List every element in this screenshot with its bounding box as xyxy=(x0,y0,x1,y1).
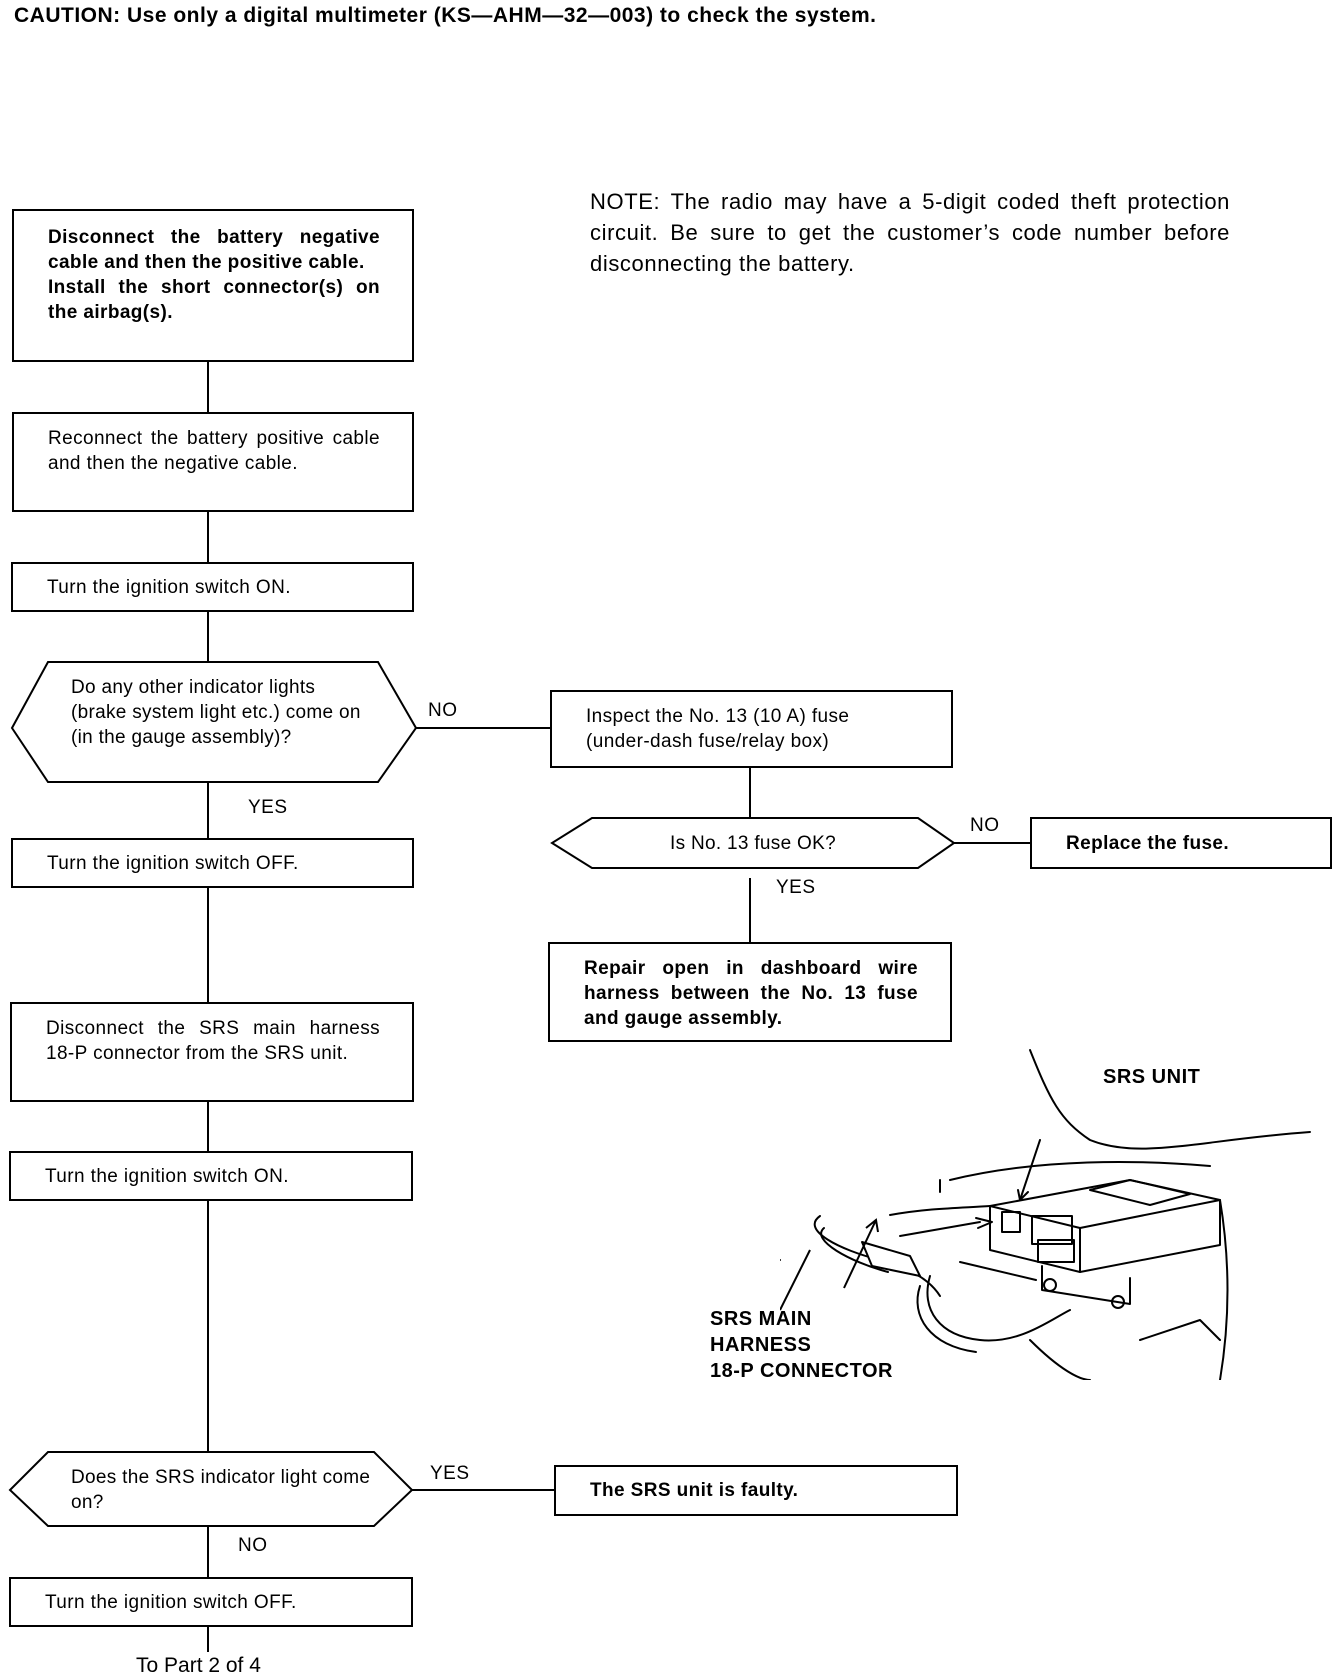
step-ignition-on-1-text: Turn the ignition switch ON. xyxy=(47,576,291,598)
step-ignition-on-2-text: Turn the ignition switch ON. xyxy=(45,1165,289,1187)
decision-other-lights-shape xyxy=(10,661,418,783)
connector-label: SRS MAIN HARNESS 18-P CONNECTOR xyxy=(710,1306,893,1384)
step-replace-fuse: Replace the fuse. xyxy=(1030,817,1332,869)
step-disconnect-battery-text: Disconnect the battery negative cable an… xyxy=(48,227,380,273)
step-disconnect-battery: Disconnect the battery negative cable an… xyxy=(12,209,414,362)
label-srs-no: NO xyxy=(238,1535,268,1556)
srs-unit-illustration xyxy=(780,1049,1311,1380)
decision-fuse-ok-text: Is No. 13 fuse OK? xyxy=(670,833,836,854)
decision-srs-light-text: Does the SRS indicator light come on? xyxy=(71,1467,371,1513)
connector-leader-line xyxy=(843,1218,879,1289)
label-other-lights-no: NO xyxy=(428,700,458,721)
step-ignition-off-1: Turn the ignition switch OFF. xyxy=(11,838,414,888)
step-srs-faulty: The SRS unit is faulty. xyxy=(554,1465,958,1516)
step-disconnect-srs-harness: Disconnect the SRS main harness 18-P con… xyxy=(10,1002,414,1102)
step-reconnect-battery-text: Reconnect the battery positive cable and… xyxy=(48,428,380,474)
connector-label-line-1: SRS MAIN xyxy=(710,1308,812,1330)
step-ignition-on-1: Turn the ignition switch ON. xyxy=(11,562,414,612)
decision-srs-light-shape xyxy=(8,1451,414,1527)
decision-other-lights-text: Do any other indicator lights (brake sys… xyxy=(71,677,361,748)
footer-continuation: To Part 2 of 4 xyxy=(136,1654,261,1677)
step-ignition-off-2-text: Turn the ignition switch OFF. xyxy=(45,1591,297,1613)
connector-label-line-2: HARNESS xyxy=(710,1334,812,1356)
label-fuse-no: NO xyxy=(970,815,1000,836)
label-other-lights-yes: YES xyxy=(248,797,288,818)
step-disconnect-srs-harness-text: Disconnect the SRS main harness 18-P con… xyxy=(46,1018,380,1064)
step-inspect-fuse-text: Inspect the No. 13 (10 A) fuse (under-da… xyxy=(586,706,850,752)
step-srs-faulty-text: The SRS unit is faulty. xyxy=(590,1480,799,1501)
step-install-short-connector-text: Install the short connector(s) on the ai… xyxy=(48,277,380,323)
step-ignition-off-1-text: Turn the ignition switch OFF. xyxy=(47,852,299,874)
step-inspect-fuse: Inspect the No. 13 (10 A) fuse (under-da… xyxy=(550,690,953,768)
step-repair-open: Repair open in dashboard wire harness be… xyxy=(548,942,952,1042)
srs-unit-label: SRS UNIT xyxy=(1103,1066,1201,1088)
connector-label-line-3: 18-P CONNECTOR xyxy=(710,1360,893,1382)
step-repair-open-text: Repair open in dashboard wire harness be… xyxy=(584,958,918,1029)
label-srs-yes: YES xyxy=(430,1463,470,1484)
step-ignition-on-2: Turn the ignition switch ON. xyxy=(9,1151,413,1201)
label-fuse-yes: YES xyxy=(776,877,816,898)
step-ignition-off-2: Turn the ignition switch OFF. xyxy=(9,1577,413,1627)
note-text: NOTE: The radio may have a 5-digit coded… xyxy=(590,189,1230,276)
step-reconnect-battery: Reconnect the battery positive cable and… xyxy=(12,412,414,512)
decision-fuse-ok-shape xyxy=(550,817,956,869)
step-replace-fuse-text: Replace the fuse. xyxy=(1066,832,1230,854)
caution-text: CAUTION: Use only a digital multimeter (… xyxy=(14,4,877,27)
